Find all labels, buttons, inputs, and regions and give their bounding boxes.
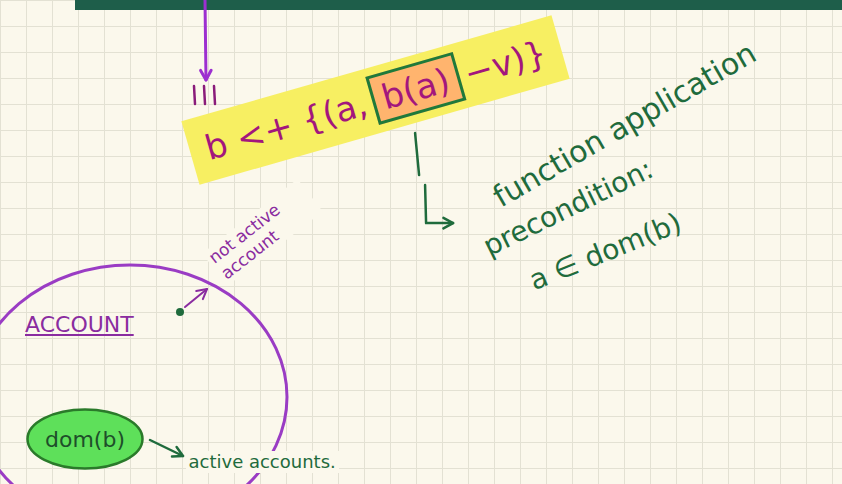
equivalence-symbol	[194, 86, 195, 104]
subset-ellipse: dom(b)	[25, 407, 145, 471]
annotation: not active account	[202, 179, 323, 286]
arrow-head	[196, 289, 207, 299]
equivalence-symbol	[214, 86, 215, 104]
expression-text: b(a)	[376, 60, 453, 117]
arrow-line	[205, 0, 206, 80]
boxed-term: b(a)	[364, 52, 465, 125]
set-name: dom(b)	[45, 427, 125, 452]
leader-line	[185, 289, 207, 307]
leader-line	[150, 440, 183, 456]
ellipse-shape	[28, 410, 143, 469]
header-bar	[75, 0, 842, 10]
highlighted-expression: b <+ {(a, −v)}b(a)	[181, 15, 569, 185]
set-name: ACCOUNT	[25, 312, 134, 337]
annotation: active accounts.	[186, 451, 339, 474]
element-dot	[176, 308, 184, 316]
expression-text: b <+ {(a,	[200, 83, 371, 167]
arrow-head	[443, 218, 453, 229]
expression-text: −v)}	[459, 32, 550, 93]
hook-arrow	[425, 185, 453, 223]
equivalence-symbol	[204, 86, 205, 104]
leader-line	[415, 133, 419, 175]
arrow-head	[201, 70, 212, 80]
arrow-head	[172, 447, 183, 456]
